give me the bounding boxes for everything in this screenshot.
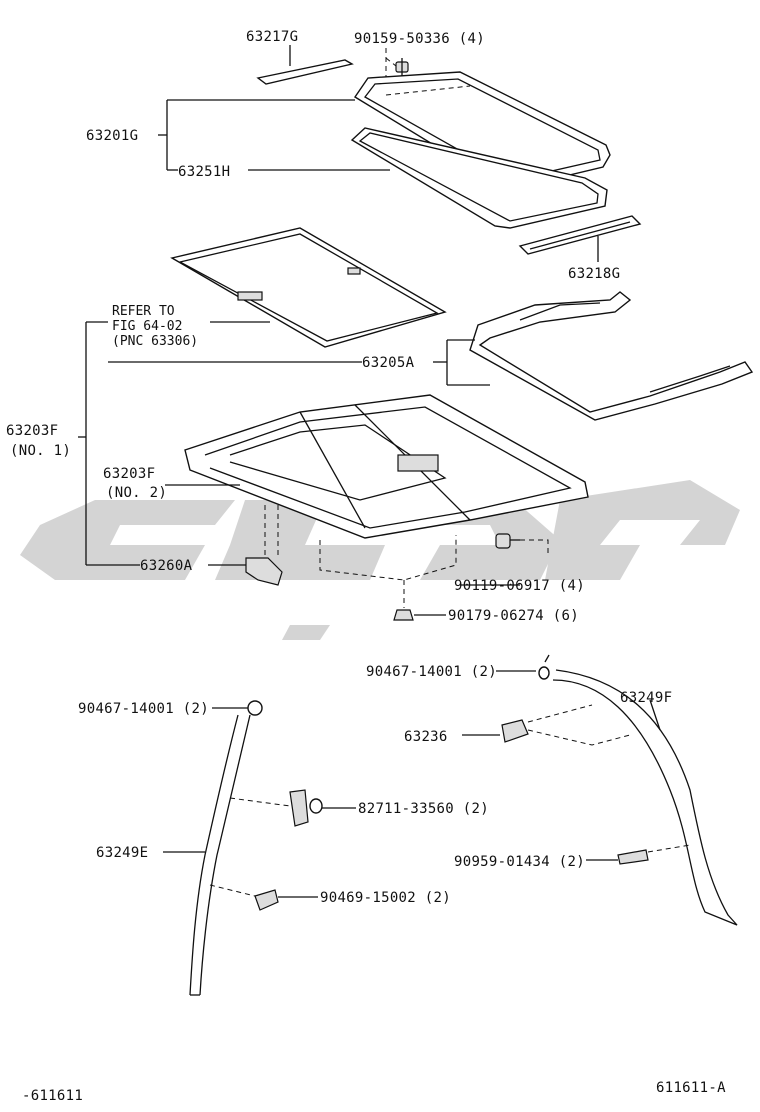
label-90179: 90179-06274 (6) — [448, 608, 579, 624]
part-sunshade-63306 — [170, 227, 447, 348]
label-63251h: 63251H — [178, 164, 230, 180]
label-63236: 63236 — [404, 729, 448, 745]
part-63260a-motor — [245, 505, 283, 586]
part-63249e-hose — [189, 700, 263, 996]
part-63218g — [518, 215, 642, 262]
label-90467-right: 90467-14001 (2) — [366, 664, 497, 680]
footer-right-code: 611611-A — [656, 1080, 726, 1096]
part-63251h-seal — [350, 127, 608, 229]
label-63205a: 63205A — [362, 355, 415, 371]
label-63249e: 63249E — [96, 845, 148, 861]
label-63218g: 63218G — [568, 266, 620, 282]
part-63236-clamp — [501, 704, 631, 746]
label-63203f-no2-b: (NO. 2) — [106, 485, 167, 501]
part-63217g — [256, 45, 354, 85]
label-90469: 90469-15002 (2) — [320, 890, 451, 906]
part-90469-clip — [209, 884, 279, 911]
label-63203f-no1-b: (NO. 1) — [10, 443, 71, 459]
label-90959: 90959-01434 (2) — [454, 854, 585, 870]
label-82711: 82711-33560 (2) — [358, 801, 489, 817]
label-90119: 90119-06917 (4) — [454, 578, 585, 594]
label-63260a: 63260A — [140, 558, 193, 574]
label-63203f-no1-a: 63203F — [6, 423, 58, 439]
label-refer-line2: FIG 64-02 — [112, 319, 182, 334]
part-82711-clamp — [229, 789, 323, 827]
label-90159: 90159-50336 (4) — [354, 31, 485, 47]
part-90959-clip — [617, 844, 691, 865]
label-refer-line3: (PNC 63306) — [112, 334, 198, 349]
part-63205a-cable — [469, 291, 754, 421]
part-90119-bolt — [495, 533, 549, 555]
label-63217g: 63217G — [246, 29, 298, 45]
label-90467-left: 90467-14001 (2) — [78, 701, 209, 717]
label-63201g: 63201G — [86, 128, 138, 144]
part-63249f-hose — [538, 654, 738, 926]
label-63249f: 63249F — [620, 690, 672, 706]
part-63203f-housing — [184, 394, 589, 539]
label-refer-line1: REFER TO — [112, 304, 175, 319]
part-90179-clip — [319, 535, 457, 621]
footer-left-code: -611611 — [22, 1088, 83, 1104]
label-63203f-no2-a: 63203F — [103, 466, 155, 482]
